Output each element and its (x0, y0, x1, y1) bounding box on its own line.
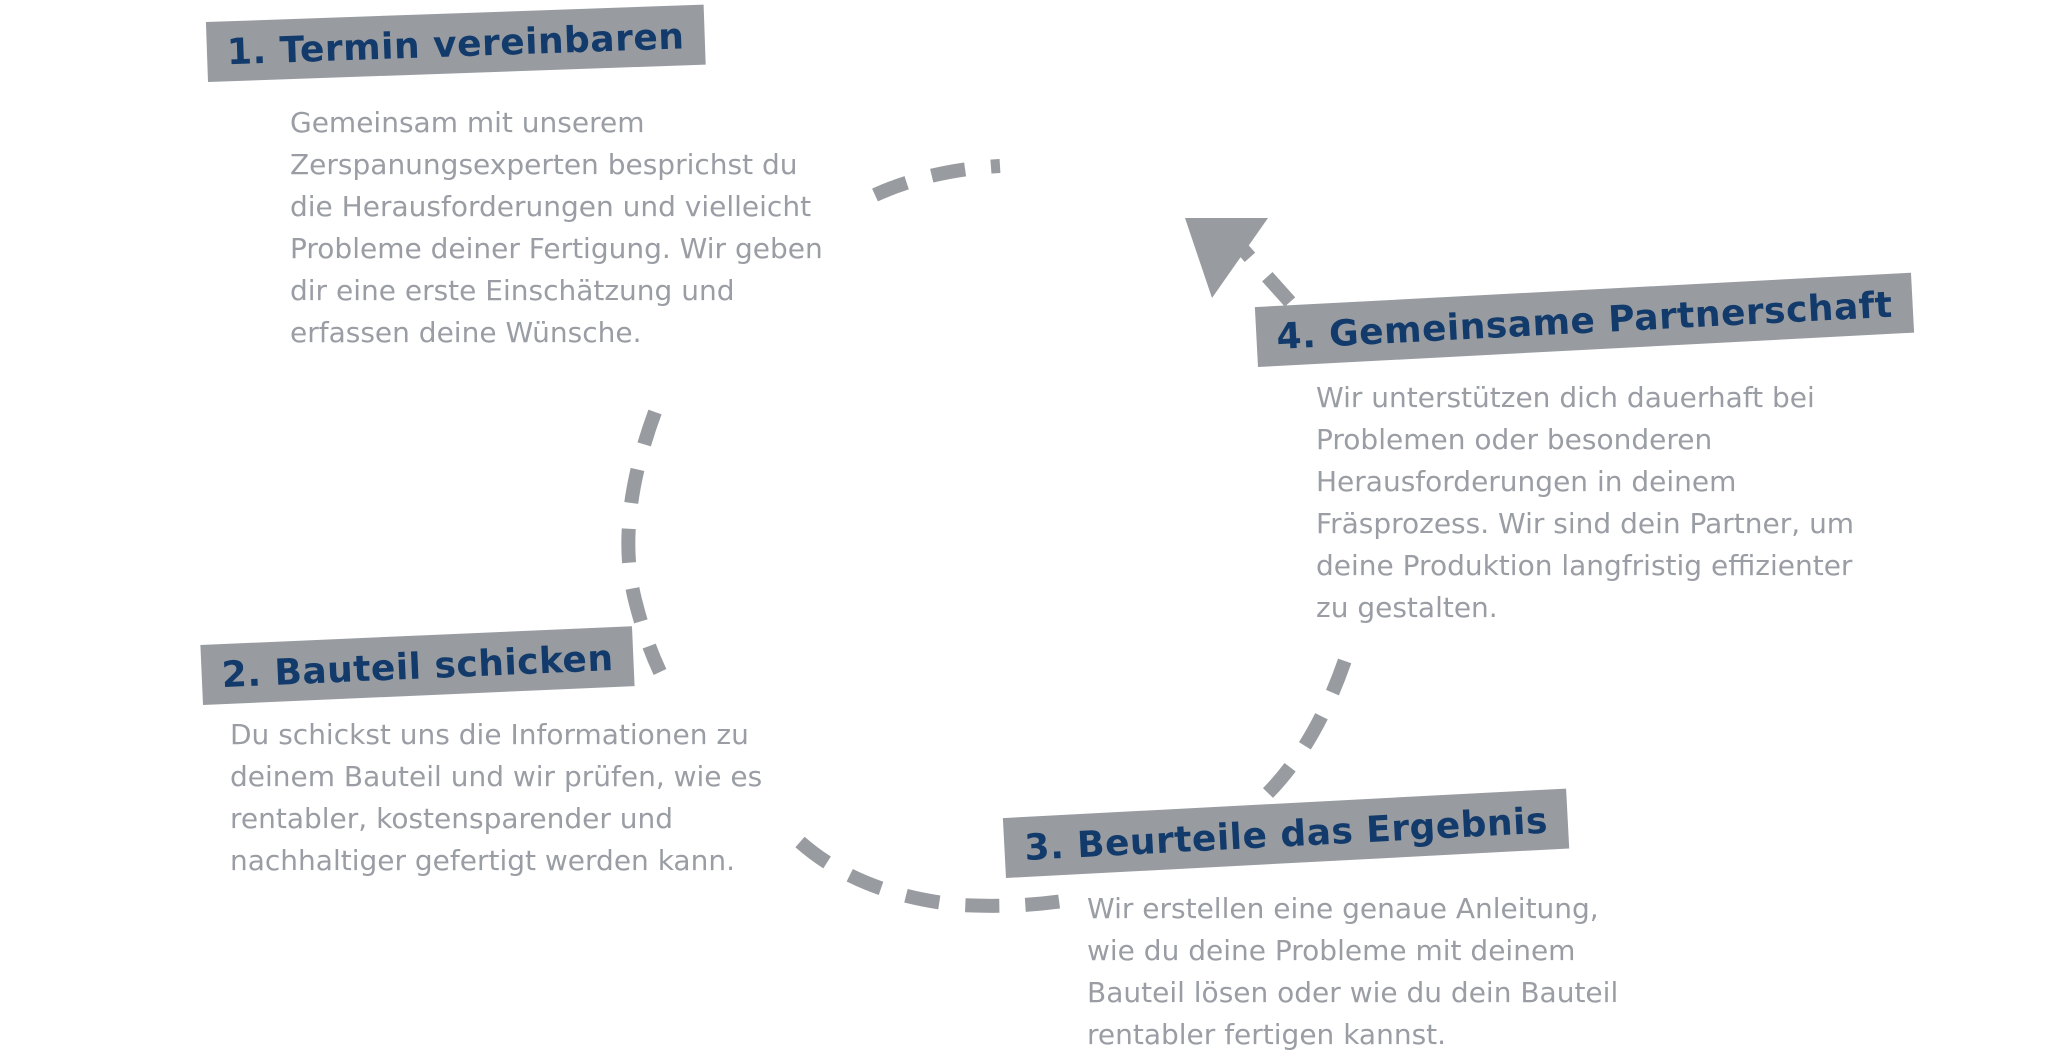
step-2-line: Du schickst uns die Informationen zu (230, 718, 749, 751)
connector-arc-3 (795, 836, 1072, 913)
connector-arc-4 (1263, 642, 1357, 798)
step-3-line: Wir erstellen eine genaue Anleitung, (1087, 892, 1599, 925)
step-3-description: Wir erstellen eine genaue Anleitung, wie… (1087, 888, 1618, 1056)
step-1-line: dir eine erste Einschätzung und (290, 274, 735, 307)
step-4-line: deine Produktion langfristig effizienter (1316, 549, 1853, 582)
step-1-line: Probleme deiner Fertigung. Wir geben (290, 232, 823, 265)
step-4-description: Wir unterstützen dich dauerhaft bei Prob… (1316, 377, 1854, 629)
step-3-line: wie du deine Probleme mit deinem (1087, 934, 1576, 967)
step-2-line: nachhaltiger gefertigt werden kann. (230, 844, 735, 877)
step-2-line: deinem Bauteil und wir prüfen, wie es (230, 760, 763, 793)
step-3-line: rentabler fertigen kannst. (1087, 1018, 1447, 1051)
arrow-head-icon (1185, 218, 1268, 298)
step-4-line: Fräsprozess. Wir sind dein Partner, um (1316, 507, 1855, 540)
step-2-line: rentabler, kostensparender und (230, 802, 674, 835)
step-1-line: erfassen deine Wünsche. (290, 316, 642, 349)
step-3-line: Bauteil lösen oder wie du dein Bauteil (1087, 976, 1619, 1009)
step-1-description: Gemeinsam mit unserem Zerspanungsexperte… (290, 102, 823, 354)
connector-arc-2 (621, 409, 667, 675)
step-4-line: zu gestalten. (1316, 591, 1498, 624)
step-4-line: Wir unterstützen dich dauerhaft bei (1316, 381, 1815, 414)
step-4-line: Problemen oder besonderen (1316, 423, 1713, 456)
step-2-description: Du schickst uns die Informationen zu dei… (230, 714, 762, 882)
step-1-line: die Herausforderungen und vielleicht (290, 190, 812, 223)
step-1-line: Zerspanungsexperten besprichst du (290, 148, 798, 181)
step-1-line: Gemeinsam mit unserem (290, 106, 645, 139)
connector-arc-1 (872, 159, 1001, 202)
step-4-line: Herausforderungen in deinem (1316, 465, 1737, 498)
